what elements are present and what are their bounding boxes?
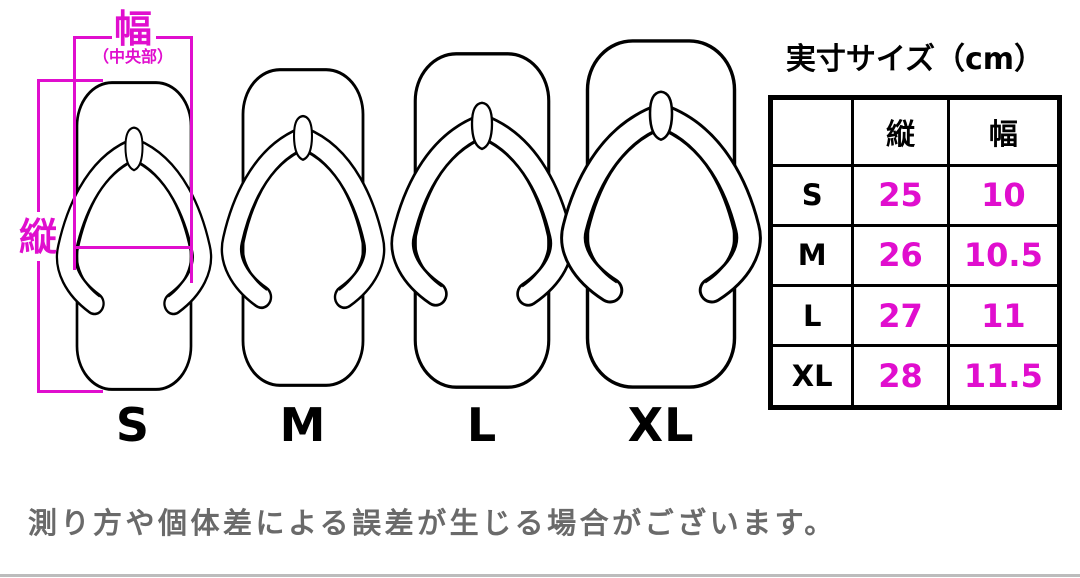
size-table: 縦 幅 S 25 10 M 26 10.5 L 27 11 XL 28 11.5: [768, 95, 1062, 410]
width-dim-vertical-right: [190, 36, 193, 283]
size-table-header-length: 縦: [851, 96, 950, 167]
size-table-corner-cell: [768, 96, 855, 167]
width-dim-vertical-left: [73, 36, 76, 270]
width-dim-label: 幅: [113, 7, 152, 51]
width-dim-sublabel: （中央部）: [92, 47, 173, 66]
measurement-disclaimer-note: 測り方や個体差による誤差が生じる場合がございます。: [28, 506, 837, 540]
row-l-width: 11: [946, 284, 1062, 348]
sandal-xl-label: XL: [627, 398, 695, 452]
table-row: M 26 10.5: [768, 223, 1062, 288]
row-xl-length: 28: [851, 344, 950, 409]
length-dim-tick-top: [37, 79, 103, 82]
size-table-title: 実寸サイズ（cm）: [785, 42, 1045, 77]
bottom-divider-line: [0, 574, 1080, 577]
length-dim-vertical-upper: [37, 79, 40, 212]
sandal-xl-illustration: [563, 38, 759, 390]
width-dim-top-line-right: [156, 36, 193, 39]
row-l-length: 27: [851, 284, 950, 348]
row-s-length: 25: [851, 163, 950, 227]
row-l-size: L: [768, 284, 855, 348]
sandal-s-label: S: [115, 398, 151, 452]
length-dim-tick-bottom: [37, 390, 103, 393]
width-dim-top-line-left: [73, 36, 112, 39]
sandal-m-illustration: [223, 67, 383, 388]
table-row: L 27 11: [768, 284, 1062, 348]
row-s-size: S: [768, 163, 855, 227]
length-dim-label: 縦: [18, 215, 57, 259]
sandal-l-illustration: [393, 51, 571, 390]
row-m-length: 26: [851, 223, 950, 288]
length-dim-vertical-lower: [37, 261, 40, 393]
sandal-s-illustration: [58, 80, 210, 392]
size-table-header-width: 幅: [946, 96, 1062, 167]
row-m-width: 10.5: [946, 223, 1062, 288]
size-table-header-row: 縦 幅: [768, 96, 1062, 167]
row-xl-size: XL: [768, 344, 855, 409]
sandal-m-label: M: [279, 398, 327, 452]
table-row: XL 28 11.5: [768, 344, 1062, 409]
sandal-l-label: L: [466, 398, 498, 452]
row-s-width: 10: [946, 163, 1062, 227]
row-m-size: M: [768, 223, 855, 288]
table-row: S 25 10: [768, 163, 1062, 227]
row-xl-width: 11.5: [946, 344, 1062, 409]
width-dim-measure-line: [73, 246, 193, 249]
